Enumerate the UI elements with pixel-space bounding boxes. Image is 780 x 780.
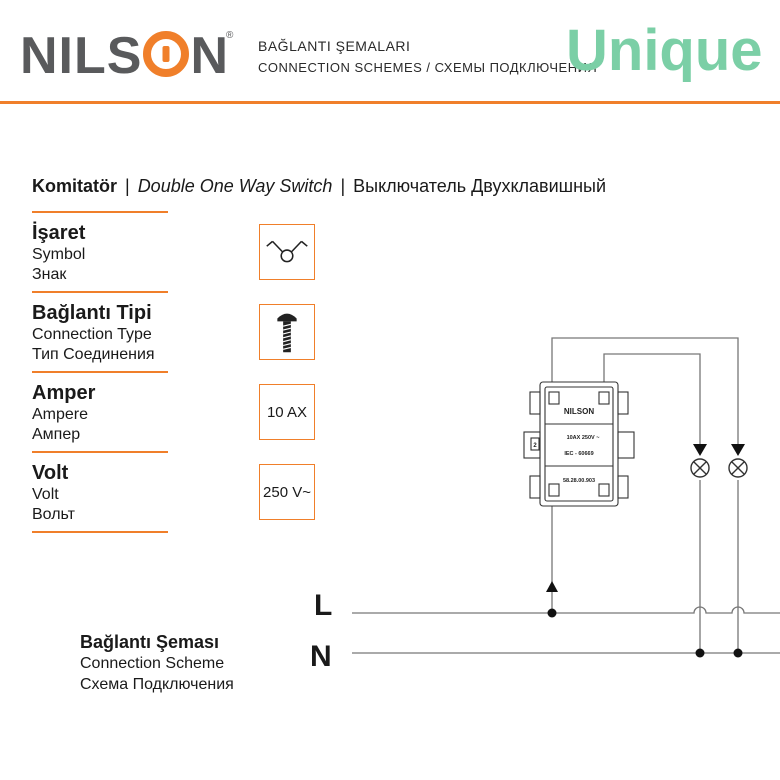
header-divider bbox=[0, 101, 780, 104]
ampere-label-en: Ampere bbox=[32, 406, 89, 423]
module-rating: 10AX 250V ~ bbox=[567, 435, 600, 441]
volt-label-tr: Volt bbox=[32, 462, 69, 484]
product-name-en: Double One Way Switch bbox=[137, 176, 333, 196]
module-code: 58.28.00.903 bbox=[563, 478, 595, 484]
ampere-label-tr: Amper bbox=[32, 382, 96, 404]
product-name-tr: Komitatör bbox=[32, 176, 117, 196]
product-title: Komitatör|Double One Way Switch|Выключат… bbox=[32, 176, 607, 196]
divider bbox=[32, 371, 168, 373]
lamp1-wire bbox=[603, 353, 701, 449]
connection-box bbox=[259, 304, 315, 360]
screw-icon bbox=[277, 313, 297, 353]
lamp2-wire bbox=[551, 337, 739, 449]
product-name-ru: Выключатель Двухклавишный bbox=[353, 176, 607, 196]
volt-label-en: Volt bbox=[32, 486, 59, 503]
header-title-en-ru: CONNECTION SCHEMES / СХЕМЫ ПОДКЛЮЧЕНИЯ bbox=[258, 60, 598, 75]
double-switch-symbol-icon bbox=[266, 240, 308, 263]
module-standard: IEC - 60669 bbox=[564, 451, 593, 457]
series-logo: Unique bbox=[566, 18, 763, 83]
volt-label-ru: Вольт bbox=[32, 506, 75, 523]
arrow-up-icon bbox=[546, 581, 558, 592]
lamp-icon bbox=[728, 458, 748, 478]
symbol-label-en: Symbol bbox=[32, 246, 86, 263]
symbol-box bbox=[259, 224, 315, 280]
connection-label-tr: Bağlantı Tipi bbox=[32, 302, 152, 324]
junction-dot bbox=[733, 648, 743, 658]
live-line bbox=[352, 606, 780, 614]
volt-value: 250 V~ bbox=[263, 483, 311, 501]
ampere-value: 10 AX bbox=[266, 403, 308, 421]
ampere-value-box: 10 AX bbox=[259, 384, 315, 440]
divider bbox=[32, 291, 168, 293]
arrow-down-icon bbox=[693, 444, 707, 456]
divider bbox=[32, 531, 168, 533]
switch-module bbox=[523, 381, 635, 507]
module-terminal: 2 bbox=[533, 443, 537, 449]
scheme-label-ru: Схема Подключения bbox=[80, 676, 234, 693]
module-brand: NILSON bbox=[564, 407, 594, 416]
junction-dot bbox=[547, 608, 557, 618]
divider bbox=[32, 451, 168, 453]
volt-value-box: 250 V~ bbox=[259, 464, 315, 520]
divider bbox=[32, 211, 168, 213]
arrow-down-icon bbox=[731, 444, 745, 456]
scheme-label-tr: Bağlantı Şeması bbox=[80, 632, 220, 652]
ampere-label-ru: Ампер bbox=[32, 426, 81, 443]
junction-dot bbox=[695, 648, 705, 658]
header-title-tr: BAĞLANTI ŞEMALARI bbox=[258, 38, 411, 54]
line-label-l: L bbox=[314, 589, 333, 622]
registered-mark: ® bbox=[226, 30, 234, 41]
connection-label-en: Connection Type bbox=[32, 326, 152, 343]
symbol-label-ru: Знак bbox=[32, 266, 67, 283]
scheme-label-en: Connection Scheme bbox=[80, 655, 225, 672]
connection-label-ru: Тип Соединения bbox=[32, 346, 155, 363]
lamp-icon bbox=[690, 458, 710, 478]
power-o-icon bbox=[143, 31, 190, 77]
symbol-label-tr: İşaret bbox=[32, 222, 86, 244]
line-label-n: N bbox=[310, 640, 332, 673]
